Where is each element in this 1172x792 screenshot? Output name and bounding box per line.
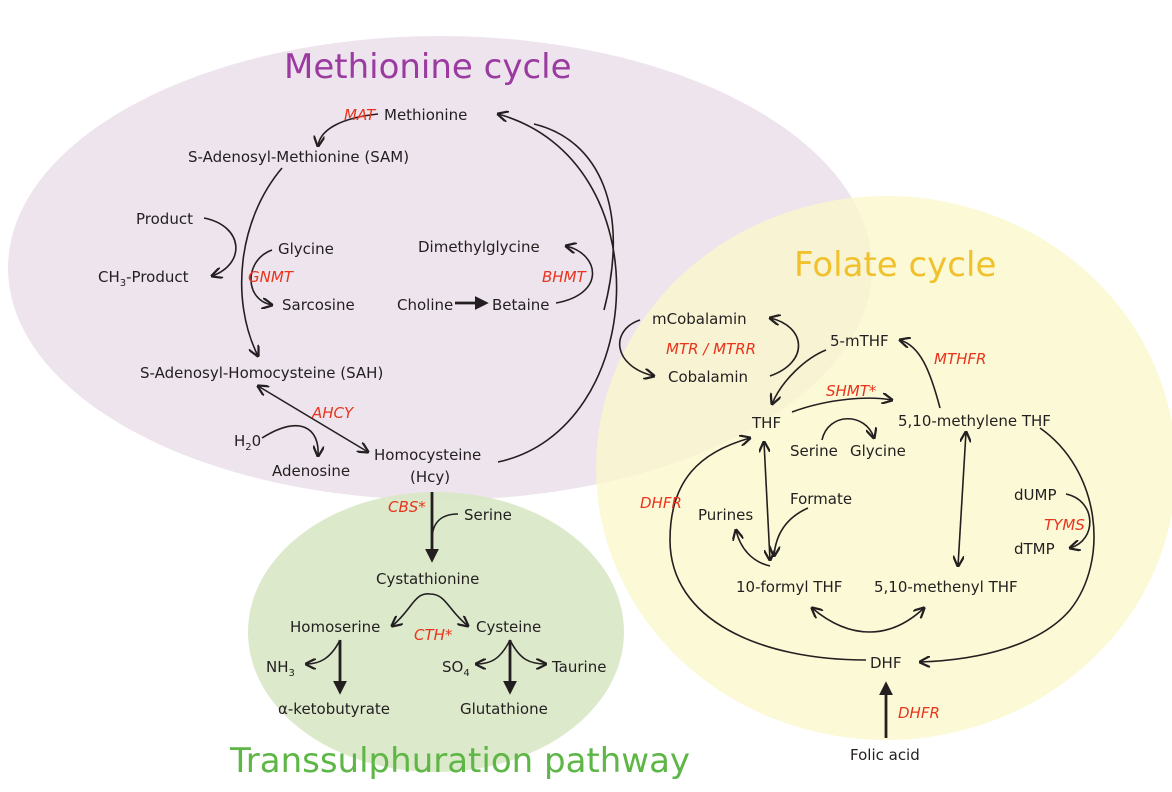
metabolite-labels: Methionine S-Adenosyl-Methionine (SAM) P… (98, 106, 1057, 764)
cysteine-to-taurine-arrow (509, 639, 546, 664)
glycine-to-sarcosine-arrow (250, 249, 272, 305)
formyl-methenyl-arrow (812, 608, 924, 633)
label-5-10-methylene-thf: 5,10-methylene THF (898, 412, 1051, 430)
shmt-arrow (791, 398, 892, 413)
label-purines: Purines (698, 506, 753, 524)
label-homocysteine: Homocysteine (374, 446, 481, 464)
enzyme-cth: CTH* (414, 626, 453, 644)
label-taurine: Taurine (551, 658, 606, 676)
regions (8, 36, 1172, 772)
label-choline: Choline (397, 296, 453, 314)
enzyme-gnmt: GNMT (248, 268, 295, 286)
sam-to-sah-arrow (240, 167, 283, 356)
formyl-to-purines-arrow (736, 530, 771, 567)
label-product: Product (136, 210, 193, 228)
so4-main: SO (442, 658, 463, 676)
nh3-main: NH (266, 658, 289, 676)
h2o-main: H (234, 432, 245, 450)
label-adenosine: Adenosine (272, 462, 350, 480)
ch3-subscript: 3 (120, 278, 126, 289)
mthf-to-thf-arrow (772, 349, 827, 404)
so4-subscript: 4 (463, 668, 469, 679)
nh3-subscript: 3 (289, 668, 295, 679)
label-serine-folate: Serine (790, 442, 838, 460)
sah-to-homocysteine-arrow (258, 386, 368, 452)
label-methionine: Methionine (384, 106, 467, 124)
cysteine-to-so4-arrow (476, 639, 511, 664)
label-dump: dUMP (1014, 486, 1057, 504)
bhmt-arrow (555, 246, 594, 304)
label-so4: SO4 (442, 658, 470, 679)
enzyme-dhfr-bottom: DHFR (898, 704, 940, 722)
label-cysteine: Cysteine (476, 618, 541, 636)
enzyme-tyms: TYMS (1044, 516, 1085, 534)
h2o-tail: 0 (252, 432, 262, 450)
ch3-tail: -Product (126, 268, 188, 286)
label-folic-acid: Folic acid (850, 746, 920, 764)
enzyme-mthfr: MTHFR (934, 350, 986, 368)
homocysteine-to-methionine-outer-arrow (498, 114, 618, 463)
dhf-to-thf-arrow (669, 438, 867, 661)
label-h2o: H20 (234, 432, 261, 453)
label-nh3: NH3 (266, 658, 295, 679)
enzyme-mtr-mtrr: MTR / MTRR (666, 340, 756, 358)
serine-to-glycine-arrow (821, 417, 874, 440)
label-cystathionine: Cystathionine (376, 570, 479, 588)
folate-cycle-region (596, 196, 1172, 740)
label-5-mthf: 5-mTHF (830, 332, 889, 350)
label-sam: S-Adenosyl-Methionine (SAM) (188, 148, 409, 166)
mthfr-arrow (900, 340, 941, 409)
label-glutathione: Glutathione (460, 700, 548, 718)
enzyme-cbs: CBS* (388, 498, 426, 516)
label-glycine-folate: Glycine (850, 442, 906, 460)
reaction-arrows (203, 113, 1095, 738)
label-dhf: DHF (870, 654, 901, 672)
thf-formyl-thf-arrow (764, 442, 770, 560)
label-formate: Formate (790, 490, 852, 508)
dump-to-dtmp-arrow (1065, 493, 1091, 548)
label-hcy: (Hcy) (410, 468, 450, 486)
enzyme-ahcy: AHCY (311, 404, 355, 422)
enzyme-dhfr-left: DHFR (640, 494, 682, 512)
ch3-main: CH (98, 268, 120, 286)
enzyme-mat: MAT (344, 106, 377, 124)
homoserine-to-nh3-arrow (306, 639, 341, 664)
enzyme-shmt: SHMT* (826, 382, 877, 400)
methionine-cycle-title: Methionine cycle (284, 47, 572, 87)
methyl-transfer-arrow (203, 217, 237, 276)
betaine-pathway-to-methionine-arrow (533, 123, 615, 311)
formate-input-arrow (774, 507, 809, 556)
cobalamin-to-mcobalamin-arrow (770, 318, 800, 377)
label-betaine: Betaine (492, 296, 550, 314)
cth-split-arrow (392, 593, 468, 626)
label-mcobalamin: mCobalamin (652, 310, 747, 328)
h2o-subscript: 2 (245, 442, 251, 453)
label-sah: S-Adenosyl-Homocysteine (SAH) (140, 364, 383, 382)
label-dtmp: dTMP (1014, 540, 1055, 558)
enzyme-bhmt: BHMT (542, 268, 588, 286)
transsulphuration-region (248, 492, 624, 772)
label-sarcosine: Sarcosine (282, 296, 355, 314)
methylene-methenyl-arrow (958, 432, 966, 566)
mtr-cobalamin-arrow (618, 319, 654, 376)
label-dimethylglycine: Dimethylglycine (418, 238, 540, 256)
serine-input-arrow (431, 513, 459, 541)
label-cobalamin: Cobalamin (668, 368, 748, 386)
folate-cycle-title: Folate cycle (794, 245, 996, 285)
label-ketobutyrate: α-ketobutyrate (278, 700, 390, 718)
label-homoserine: Homoserine (290, 618, 380, 636)
label-10-formyl-thf: 10-formyl THF (736, 578, 842, 596)
enzyme-labels: MAT GNMT BHMT AHCY CBS* CTH* MTR / MTRR … (248, 106, 1085, 722)
methylene-to-dhf-arrow (920, 427, 1095, 662)
label-serine-transsulphuration: Serine (464, 506, 512, 524)
label-5-10-methenyl-thf: 5,10-methenyl THF (874, 578, 1018, 596)
h2o-input-arrow (261, 425, 318, 456)
transsulphuration-title: Transsulphuration pathway (229, 741, 690, 781)
label-ch3-product: CH3-Product (98, 268, 189, 289)
mat-arrow (318, 113, 379, 146)
label-thf: THF (751, 414, 781, 432)
label-glycine-methionine: Glycine (278, 240, 334, 258)
